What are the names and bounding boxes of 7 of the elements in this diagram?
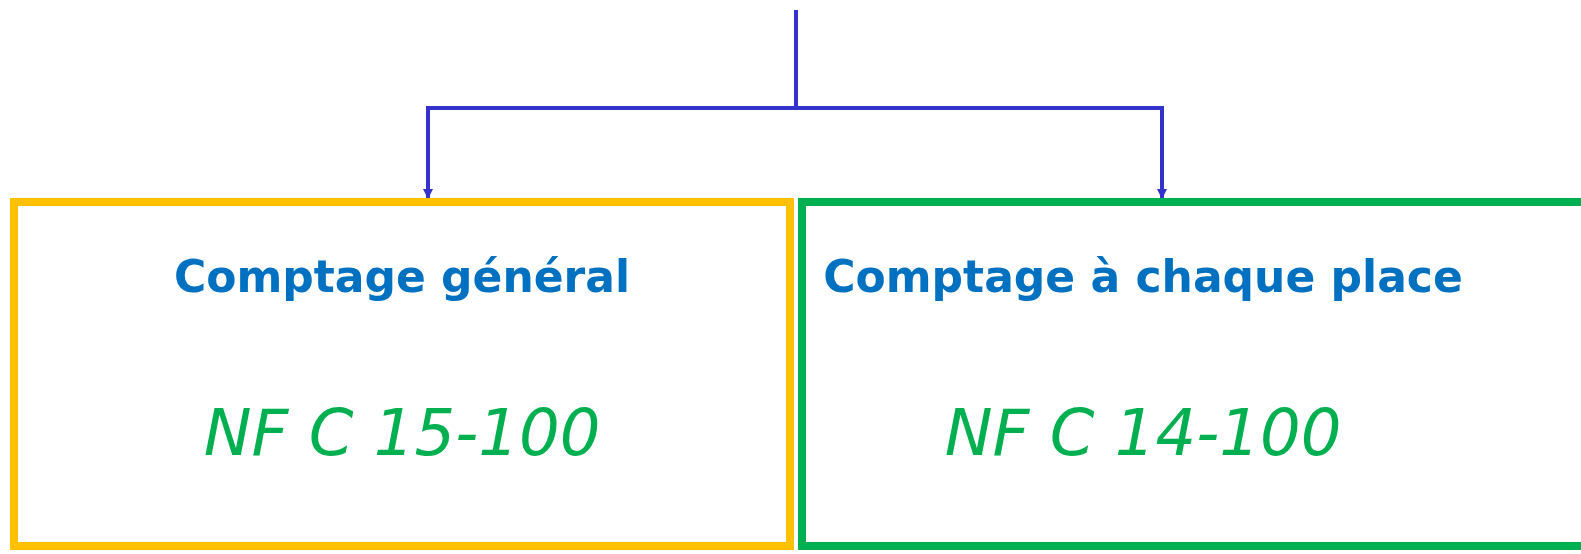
heading-text: Comptage général xyxy=(172,251,632,302)
category-box xyxy=(10,198,794,550)
heading-text: Comptage à chaque place xyxy=(822,251,1464,302)
standard-text: NF C 15-100 xyxy=(202,396,602,470)
standard-text: NF C 14-100 xyxy=(943,396,1343,470)
category-box xyxy=(798,198,1581,550)
arrow xyxy=(794,10,1167,199)
